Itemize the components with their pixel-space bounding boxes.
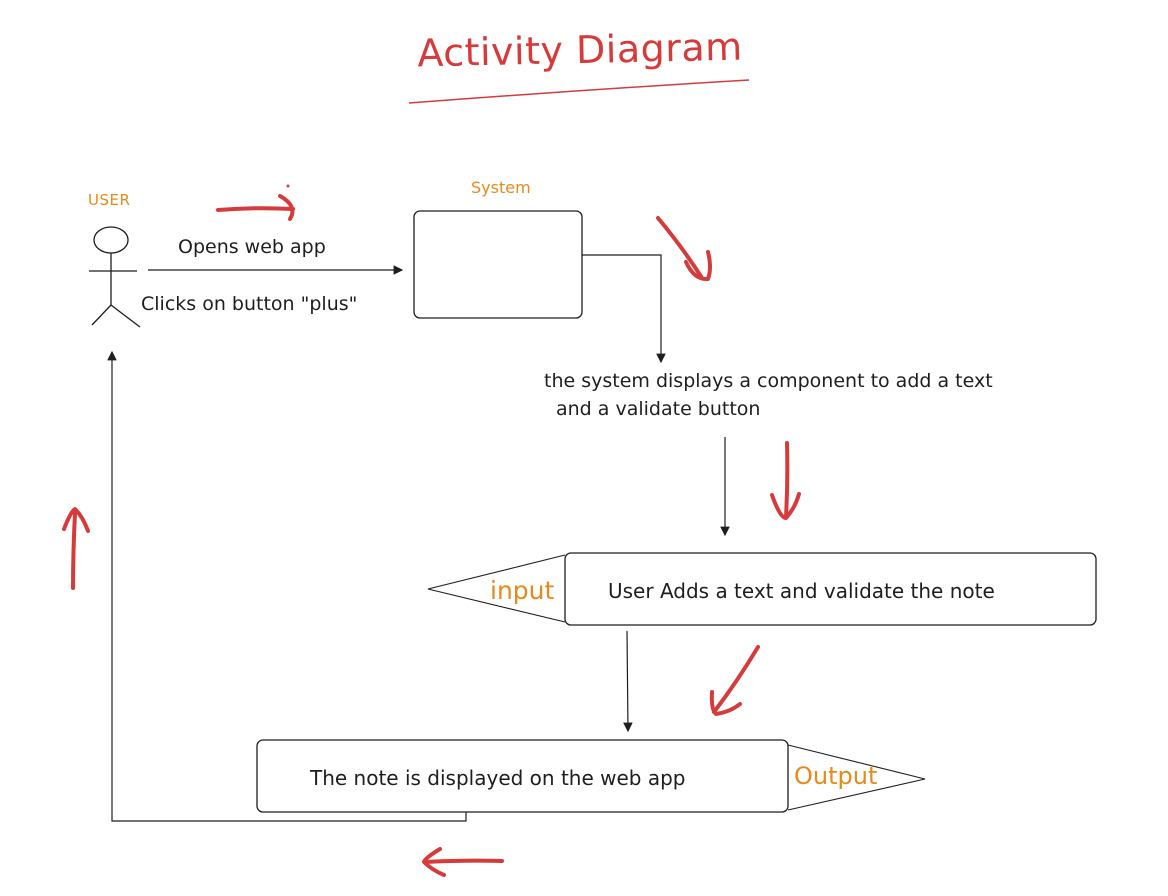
output-triangle bbox=[787, 744, 926, 811]
output-label: Output bbox=[794, 762, 878, 790]
add-text-step: User Adds a text and validate the note bbox=[608, 579, 995, 603]
actor-label: USER bbox=[88, 191, 131, 209]
add-to-displayed-connector bbox=[623, 630, 633, 733]
title-underline bbox=[408, 79, 750, 104]
red-arrow-up-icon bbox=[62, 507, 90, 590]
message-clicks: Clicks on button "plus" bbox=[141, 293, 358, 315]
displayed-box bbox=[256, 739, 789, 813]
system-to-display-connector bbox=[582, 254, 666, 364]
add-text-box bbox=[564, 552, 1097, 626]
red-arrow-down-right-icon bbox=[656, 216, 712, 282]
diagram-title: Activity Diagram bbox=[416, 24, 744, 76]
message-opens: Opens web app bbox=[178, 236, 326, 258]
input-triangle bbox=[427, 554, 566, 623]
red-arrow-down-left-icon bbox=[709, 645, 760, 716]
display-step-line2: and a validate button bbox=[556, 398, 761, 420]
system-box bbox=[413, 210, 583, 319]
input-label: input bbox=[490, 576, 555, 605]
system-label: System bbox=[471, 178, 531, 197]
display-step-line1: the system displays a component to add a… bbox=[544, 370, 993, 392]
loop-back-connector bbox=[107, 350, 467, 822]
red-arrow-right-icon bbox=[216, 184, 295, 221]
actor-stick-figure-icon bbox=[89, 226, 141, 328]
displayed-step: The note is displayed on the web app bbox=[310, 766, 686, 790]
red-arrow-left-icon bbox=[422, 847, 504, 877]
red-arrow-down-icon bbox=[770, 441, 801, 520]
